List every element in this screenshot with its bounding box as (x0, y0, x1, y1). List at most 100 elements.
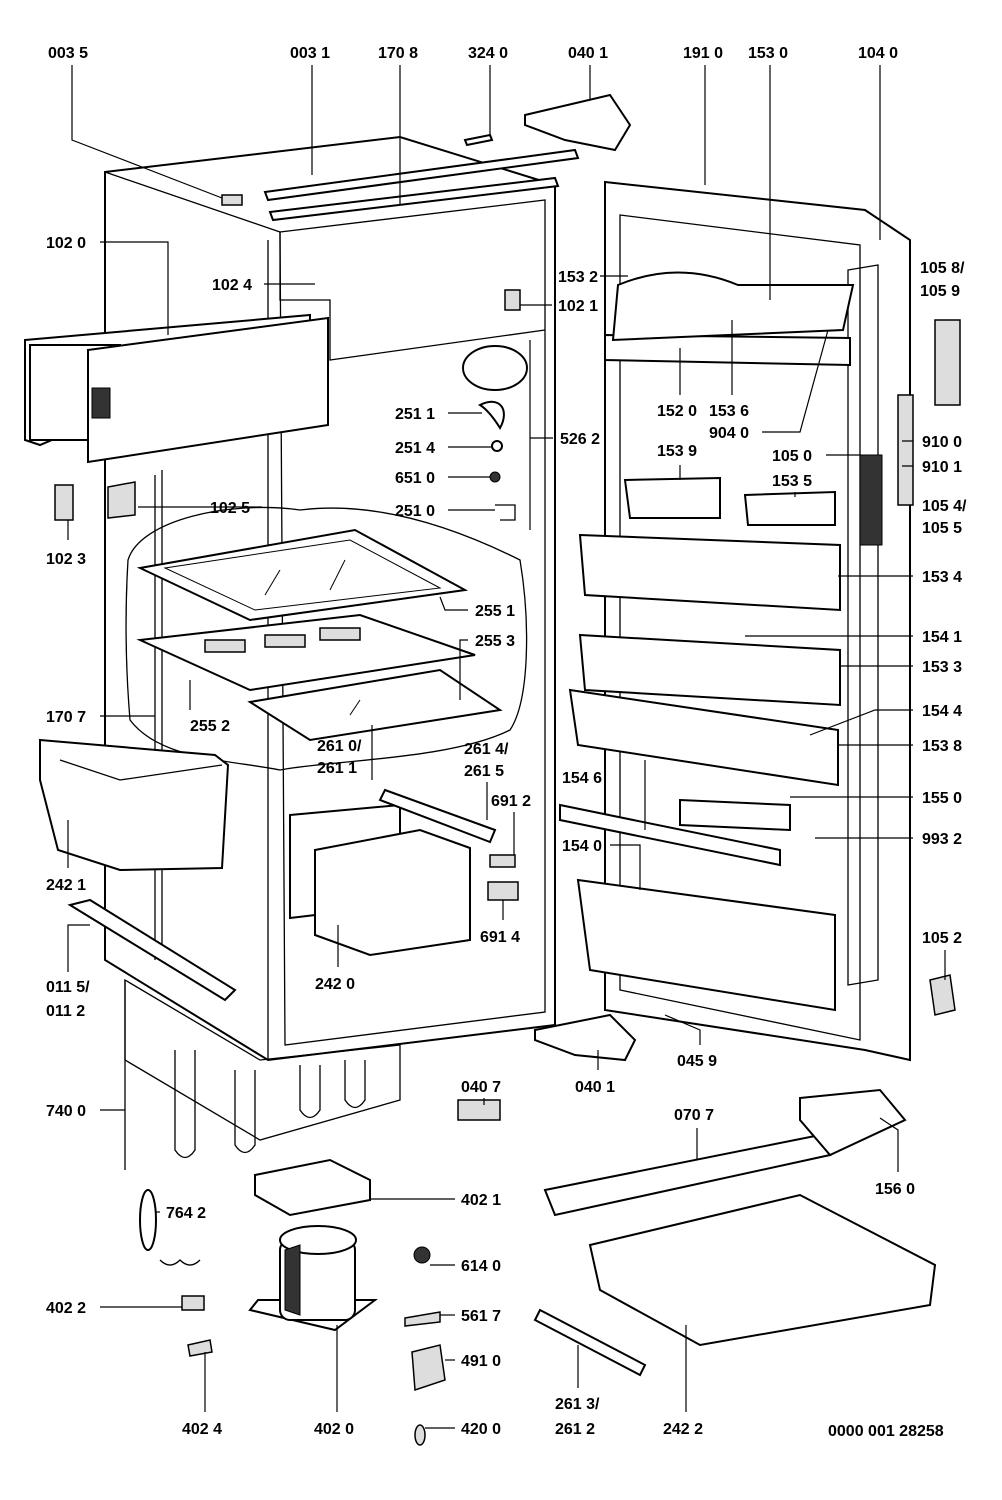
part-402-4 (187, 1339, 213, 1357)
part-102-3 (54, 484, 74, 521)
label: 402 0 (314, 1421, 354, 1438)
hinge-bottom (534, 1013, 637, 1062)
freezer-compartment-door (24, 313, 329, 464)
part-561-7 (404, 1311, 441, 1327)
label: 904 0 (709, 425, 749, 442)
part-102-5 (107, 481, 136, 519)
label: 402 2 (46, 1300, 86, 1317)
label: 251 4 (395, 440, 435, 457)
label: 105 9 (920, 283, 960, 300)
part-614-0 (413, 1246, 431, 1264)
label: 045 9 (677, 1053, 717, 1070)
label: 191 0 (683, 45, 723, 62)
label: 255 2 (190, 718, 230, 735)
label: 154 0 (562, 838, 602, 855)
label: 402 1 (461, 1192, 501, 1209)
label: 153 4 (922, 569, 962, 586)
label: 324 0 (468, 45, 508, 62)
part-420-0 (414, 1424, 426, 1446)
part-691-2 (489, 854, 516, 868)
label: 155 0 (922, 790, 962, 807)
label: 011 2 (46, 1003, 85, 1020)
label: 261 2 (555, 1421, 595, 1438)
label: 105 2 (922, 930, 962, 947)
label: 102 0 (46, 235, 86, 252)
label: 153 3 (922, 659, 962, 676)
label: 154 1 (922, 629, 962, 646)
label: 251 1 (395, 406, 435, 423)
condenser (124, 978, 401, 1266)
hinge-105-2 (929, 974, 956, 1016)
label: 003 1 (290, 45, 330, 62)
label: 242 1 (46, 877, 86, 894)
label: 040 1 (575, 1079, 615, 1096)
bottom-parts (533, 1088, 937, 1377)
label: 764 2 (166, 1205, 206, 1222)
label: 170 7 (46, 709, 86, 726)
label: 910 0 (922, 434, 962, 451)
glass-shelves (125, 506, 528, 771)
label: 691 4 (480, 929, 520, 946)
rail-261-4 (378, 788, 497, 844)
label: 154 4 (922, 703, 962, 720)
rail-011 (67, 898, 237, 1002)
label: 040 7 (461, 1079, 501, 1096)
label: 740 0 (46, 1103, 86, 1120)
label: 152 0 (657, 403, 697, 420)
label: 153 8 (922, 738, 962, 755)
label: 011 5/ (46, 979, 90, 996)
label: 153 9 (657, 443, 697, 460)
leader-lines (67, 65, 946, 1429)
label: 105 5 (922, 520, 962, 537)
label: 402 4 (182, 1421, 222, 1438)
label: 153 5 (772, 473, 812, 490)
label: 153 0 (748, 45, 788, 62)
label: 561 7 (461, 1308, 501, 1325)
label: 105 0 (772, 448, 812, 465)
label: 255 3 (475, 633, 515, 650)
label: 153 6 (709, 403, 749, 420)
label: 261 0/ (317, 738, 362, 755)
label: 242 2 (663, 1421, 703, 1438)
label: 104 0 (858, 45, 898, 62)
part-491-0 (411, 1344, 446, 1392)
label: 993 2 (922, 831, 962, 848)
label: 251 0 (395, 503, 435, 520)
label: 491 0 (461, 1353, 501, 1370)
label: 102 1 (558, 298, 598, 315)
label: 102 4 (212, 277, 252, 294)
part-691-4 (487, 881, 519, 901)
hinge-top (524, 93, 632, 152)
part-402-2 (181, 1295, 205, 1311)
thermostat-parts (462, 289, 528, 521)
label: 242 0 (315, 976, 355, 993)
top-rails (221, 133, 580, 222)
label: 102 3 (46, 551, 86, 568)
part-labels: 003 5 003 1 170 8 324 0 040 1 191 0 153 … (46, 45, 967, 1440)
label: 614 0 (461, 1258, 501, 1275)
label: 691 2 (491, 793, 531, 810)
label: 261 5 (464, 763, 504, 780)
label: 910 1 (922, 459, 962, 476)
label: 003 5 (48, 45, 88, 62)
label: 261 3/ (555, 1396, 600, 1413)
label: 261 4/ (464, 741, 509, 758)
part-105-8 (934, 319, 961, 406)
label: 153 2 (558, 269, 598, 286)
label: 070 7 (674, 1107, 714, 1124)
label: 154 6 (562, 770, 602, 787)
part-040-7 (457, 1099, 501, 1121)
label: 255 1 (475, 603, 515, 620)
label: 040 1 (568, 45, 608, 62)
crisper-drawers (39, 738, 471, 957)
label: 105 8/ (920, 260, 965, 277)
compressor (248, 1158, 378, 1332)
label: 105 4/ (922, 498, 967, 515)
label: 156 0 (875, 1181, 915, 1198)
label: 102 5 (210, 500, 250, 517)
label: 651 0 (395, 470, 435, 487)
label: 170 8 (378, 45, 418, 62)
label: 420 0 (461, 1421, 501, 1438)
